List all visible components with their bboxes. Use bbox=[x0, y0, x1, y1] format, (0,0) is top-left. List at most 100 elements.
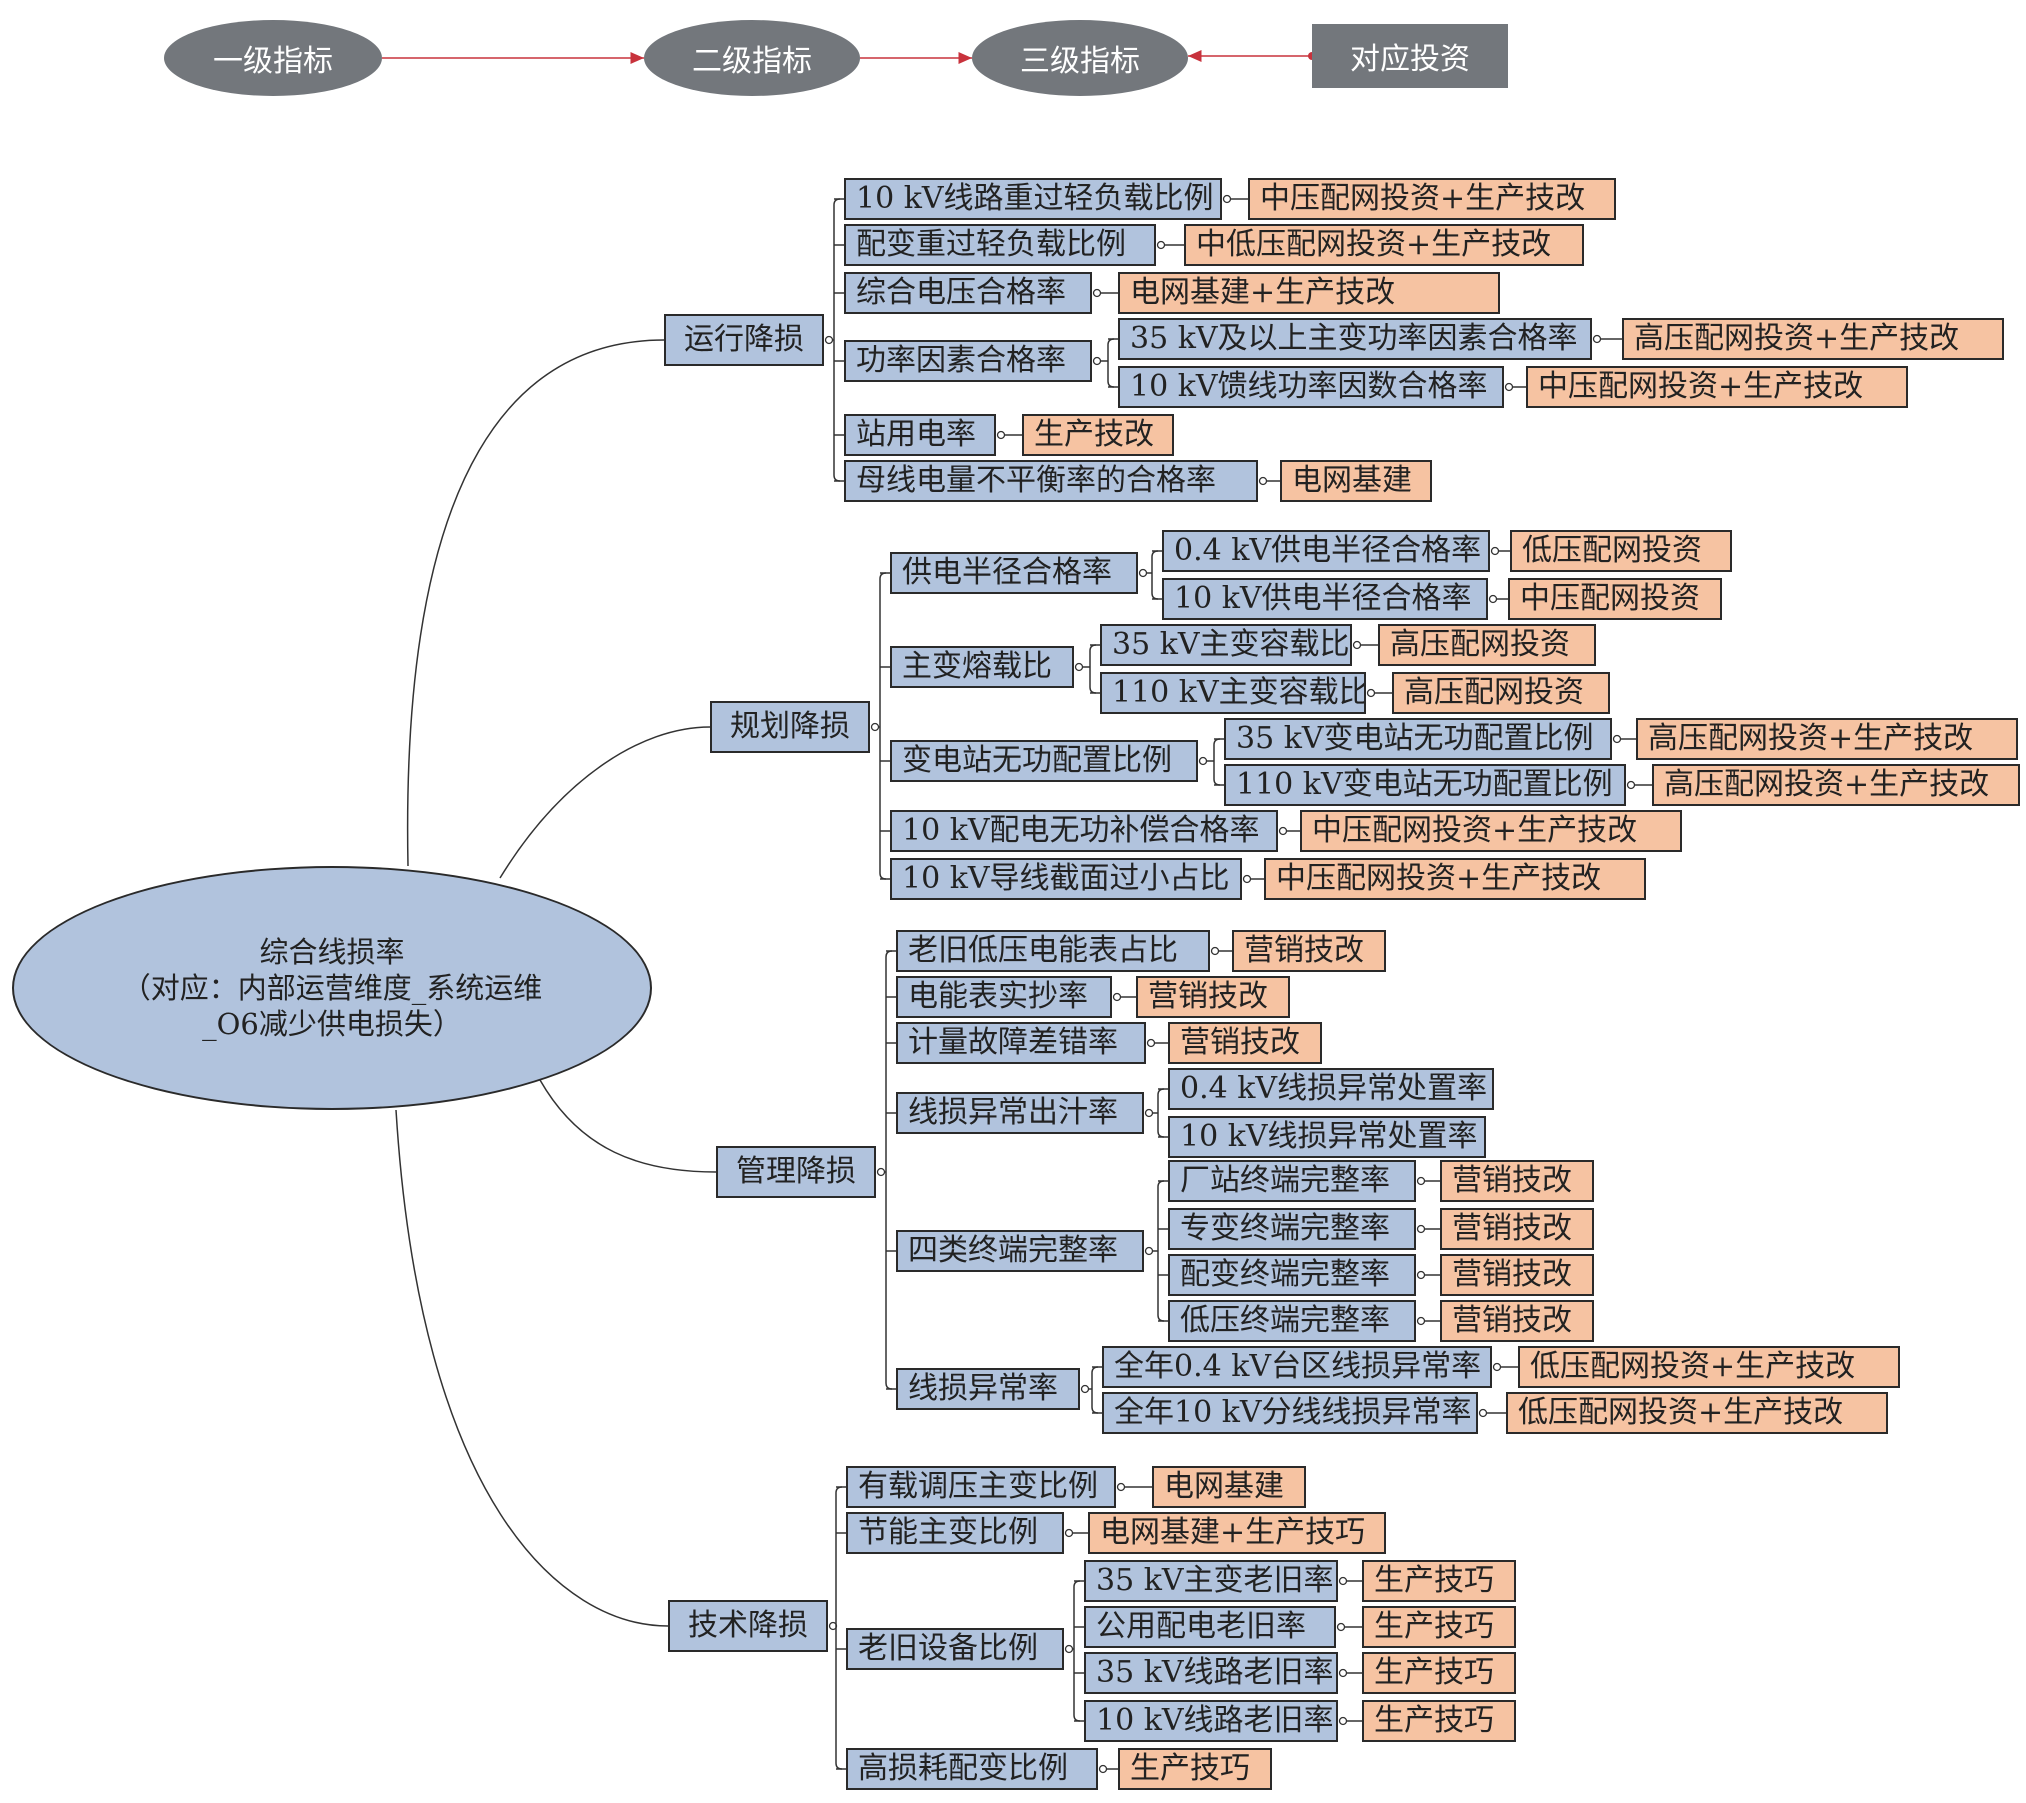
l4-10kv-anomaly-handling: 10 kV线损异常处置率 bbox=[1168, 1116, 1486, 1158]
inv-10kv-feeder-loss-abnormal: 低压配网投资+生产技改 bbox=[1506, 1392, 1888, 1434]
connector-dot bbox=[1080, 1384, 1090, 1394]
connector-dot bbox=[1222, 194, 1232, 204]
connector-bracket bbox=[1213, 738, 1221, 786]
root-branch-curve bbox=[406, 339, 665, 867]
connector-bracket bbox=[1151, 550, 1159, 600]
l3-transformer-capacity-ratio: 主变熔载比 bbox=[890, 646, 1074, 688]
inv-10kv-line-load-ratio: 中压配网投资+生产技改 bbox=[1248, 178, 1616, 220]
inv-plant-terminal: 营销技改 bbox=[1440, 1160, 1594, 1202]
connector-dot bbox=[1338, 1716, 1348, 1726]
l3-busbar-unbalance: 母线电量不平衡率的合格率 bbox=[844, 460, 1258, 502]
l4-10kv-feeder-power-factor: 10 kV馈线功率因数合格率 bbox=[1118, 366, 1504, 408]
l4-plant-terminal: 厂站终端完整率 bbox=[1168, 1160, 1416, 1202]
connector-bracket bbox=[835, 1486, 843, 1770]
inv-voltage-pass-rate: 电网基建+生产技改 bbox=[1118, 272, 1500, 314]
l3-line-loss-anomaly-rate: 线损异常出汁率 bbox=[896, 1092, 1144, 1134]
connector-dot bbox=[1146, 1038, 1156, 1048]
inv-10kv-line-aging: 生产技巧 bbox=[1362, 1700, 1516, 1742]
inv-04kv-supply-radius: 低压配网投资 bbox=[1510, 530, 1732, 572]
l3-on-load-tap-ratio: 有载调压主变比例 bbox=[846, 1466, 1116, 1508]
connector-dot bbox=[1116, 1482, 1126, 1492]
l4-10kv-supply-radius: 10 kV供电半径合格率 bbox=[1162, 578, 1488, 620]
l3-10kv-conductor-section: 10 kV导线截面过小占比 bbox=[890, 858, 1242, 900]
connector-dot bbox=[1258, 476, 1268, 486]
l3-10kv-line-load-ratio: 10 kV线路重过轻负载比例 bbox=[844, 178, 1222, 220]
connector-dot bbox=[1338, 1668, 1348, 1678]
inv-35kv-reactive-config: 高压配网投资+生产技改 bbox=[1636, 718, 2018, 760]
legend-level3: 三级指标 bbox=[972, 20, 1188, 96]
l2-technical: 技术降损 bbox=[668, 1600, 828, 1652]
l4-public-distribution-aging: 公用配电老旧率 bbox=[1084, 1606, 1336, 1648]
l4-distribution-terminal: 配变终端完整率 bbox=[1168, 1254, 1416, 1296]
connector-bracket bbox=[1157, 1088, 1165, 1138]
l3-supply-radius-pass-rate: 供电半径合格率 bbox=[890, 552, 1138, 594]
l4-dedicated-terminal: 专变终端完整率 bbox=[1168, 1208, 1416, 1250]
connector-dot bbox=[996, 430, 1006, 440]
connector-dot bbox=[1478, 1408, 1488, 1418]
inv-public-distribution-aging: 生产技巧 bbox=[1362, 1606, 1516, 1648]
inv-low-voltage-terminal: 营销技改 bbox=[1440, 1300, 1594, 1342]
l3-transformer-load-ratio: 配变重过轻负载比例 bbox=[844, 224, 1156, 266]
inv-110kv-reactive-config: 高压配网投资+生产技改 bbox=[1652, 764, 2020, 806]
connector-dot bbox=[1416, 1224, 1426, 1234]
l4-04kv-anomaly-handling: 0.4 kV线损异常处置率 bbox=[1168, 1068, 1494, 1110]
inv-10kv-feeder-power-factor: 中压配网投资+生产技改 bbox=[1526, 366, 1908, 408]
inv-10kv-supply-radius: 中压配网投资 bbox=[1508, 578, 1722, 620]
inv-transformer-load-ratio: 中低压配网投资+生产技改 bbox=[1184, 224, 1584, 266]
l4-10kv-feeder-loss-abnormal: 全年10 kV分线线损异常率 bbox=[1102, 1392, 1478, 1434]
connector-dot bbox=[1210, 946, 1220, 956]
inv-distribution-terminal: 营销技改 bbox=[1440, 1254, 1594, 1296]
inv-energy-saving-transformer: 电网基建+生产技巧 bbox=[1088, 1512, 1386, 1554]
inv-dedicated-terminal: 营销技改 bbox=[1440, 1208, 1594, 1250]
inv-busbar-unbalance: 电网基建 bbox=[1280, 460, 1432, 502]
l2-management: 管理降损 bbox=[716, 1146, 876, 1198]
l3-voltage-pass-rate: 综合电压合格率 bbox=[844, 272, 1092, 314]
l3-reactive-config-ratio: 变电站无功配置比例 bbox=[890, 740, 1198, 782]
l3-terminal-integrity: 四类终端完整率 bbox=[896, 1230, 1144, 1272]
connector-dot bbox=[828, 1621, 838, 1631]
inv-35kv-capacity-ratio: 高压配网投资 bbox=[1378, 624, 1596, 666]
l3-metering-error-rate: 计量故障差错率 bbox=[896, 1022, 1146, 1064]
l4-35kv-reactive-config: 35 kV变电站无功配置比例 bbox=[1224, 718, 1612, 760]
l4-35kv-capacity-ratio: 35 kV主变容载比 bbox=[1100, 624, 1352, 666]
inv-station-power-rate: 生产技改 bbox=[1022, 414, 1174, 456]
connector-dot bbox=[876, 1167, 886, 1177]
l4-35kv-line-aging: 35 kV线路老旧率 bbox=[1084, 1652, 1338, 1694]
l4-110kv-reactive-config: 110 kV变电站无功配置比例 bbox=[1224, 764, 1626, 806]
connector-bracket bbox=[1107, 338, 1115, 388]
l3-high-loss-transformer: 高损耗配变比例 bbox=[846, 1748, 1098, 1790]
connector-dot bbox=[1352, 640, 1362, 650]
l3-power-factor-pass-rate: 功率因素合格率 bbox=[844, 340, 1092, 382]
l4-35kv-power-factor: 35 kV及以上主变功率因素合格率 bbox=[1118, 318, 1592, 360]
connector-dot bbox=[1490, 546, 1500, 556]
legend-investment: 对应投资 bbox=[1312, 24, 1508, 88]
connector-dot bbox=[824, 335, 834, 345]
connector-bracket bbox=[1157, 1180, 1165, 1322]
connector-dot bbox=[1138, 568, 1148, 578]
l3-old-meter-ratio: 老旧低压电能表占比 bbox=[896, 930, 1210, 972]
connector-dot bbox=[1416, 1316, 1426, 1326]
l3-line-loss-abnormal-rate: 线损异常率 bbox=[896, 1368, 1080, 1410]
root-branch-curve bbox=[539, 1079, 717, 1173]
connector-dot bbox=[1092, 288, 1102, 298]
connector-bracket bbox=[1073, 1580, 1081, 1722]
connector-dot bbox=[1156, 240, 1166, 250]
connector-bracket bbox=[885, 950, 893, 1390]
l3-station-power-rate: 站用电率 bbox=[844, 414, 996, 456]
connector-dot bbox=[1278, 826, 1288, 836]
connector-dot bbox=[1338, 1576, 1348, 1586]
connector-dot bbox=[1242, 874, 1252, 884]
l2-planning: 规划降损 bbox=[710, 701, 870, 753]
l3-meter-reading-rate: 电能表实抄率 bbox=[896, 976, 1112, 1018]
inv-35kv-power-factor: 高压配网投资+生产技改 bbox=[1622, 318, 2004, 360]
connector-dot bbox=[1488, 594, 1498, 604]
connector-dot bbox=[1064, 1644, 1074, 1654]
connector-dot bbox=[1592, 334, 1602, 344]
l4-04kv-supply-radius: 0.4 kV供电半径合格率 bbox=[1162, 530, 1490, 572]
connector-dot bbox=[1366, 688, 1376, 698]
root-indicator: 综合线损率 （对应：内部运营维度_系统运维 _O6减少供电损失） bbox=[12, 866, 652, 1110]
l3-old-equipment-ratio: 老旧设备比例 bbox=[846, 1628, 1064, 1670]
connector-dot bbox=[1144, 1246, 1154, 1256]
connector-dot bbox=[1416, 1176, 1426, 1186]
connector-dot bbox=[1064, 1528, 1074, 1538]
